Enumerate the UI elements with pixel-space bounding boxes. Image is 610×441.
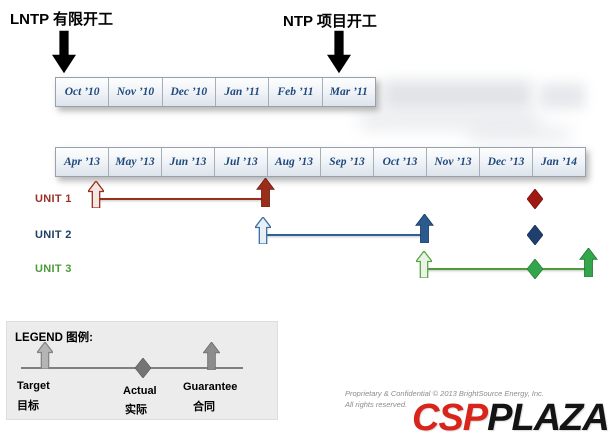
legend-target-label-cn: 目标 [17,400,39,412]
month-cell: Feb ’11 [268,78,322,106]
unit2-guarantee-arrow-icon [415,213,434,244]
unit2-actual-diamond-icon [526,224,544,246]
unit3-timeline-bar [424,268,588,270]
month-cell: Oct ’13 [373,148,426,176]
logo-csp-text: CSP [412,397,488,439]
ntp-down-arrow-icon [327,30,351,79]
unit2-target-arrow-icon [253,215,273,245]
month-cell: Jun ’13 [161,148,214,176]
legend-actual-label-cn: 实际 [125,404,147,416]
month-cell: Dec ’13 [479,148,532,176]
unit1-timeline-bar [96,198,266,200]
ghost-blur [470,126,570,142]
month-cell: Sep ’13 [320,148,373,176]
month-row-2013: Apr ’13 May ’13 Jun ’13 Jul ’13 Aug ’13 … [55,147,586,177]
unit3-actual-diamond-icon [526,258,544,280]
month-cell: Nov ’13 [426,148,479,176]
unit1-label: UNIT 1 [35,193,72,205]
month-cell: Jul ’13 [214,148,267,176]
legend-guarantee-label-cn: 合同 [193,401,215,413]
legend-line [21,367,243,369]
unit1-actual-diamond-icon [526,188,544,210]
lntp-down-arrow-icon [52,30,76,79]
month-cell: Dec ’10 [161,78,215,106]
unit3-label: UNIT 3 [35,263,72,275]
cspplaza-logo: CSPPLAZA [412,397,610,440]
legend-actual-diamond-icon [134,357,152,379]
month-cell: Oct ’10 [56,78,109,106]
logo-plaza-text: PLAZA [487,397,610,439]
lntp-annotation: LNTP 有限开工 [10,11,114,28]
unit3-guarantee-arrow-icon [579,247,598,278]
copyright-line1: Proprietary & Confidential © 2013 Bright… [345,389,544,398]
legend-guarantee-arrow-icon [202,341,221,371]
month-cell: Jan ’11 [214,78,269,106]
ntp-annotation: NTP 项目开工 [283,13,377,30]
month-cell: Mar ’11 [321,78,375,106]
legend-title: LEGEND 图例: [15,332,93,344]
ghost-blur [540,83,585,109]
unit2-label: UNIT 2 [35,229,72,241]
unit1-guarantee-arrow-icon [256,177,275,208]
ghost-blur [382,80,532,110]
ghost-blur [360,112,540,130]
month-cell: Jan ’14 [532,148,585,176]
month-row-2010: Oct ’10 Nov ’10 Dec ’10 Jan ’11 Feb ’11 … [55,77,376,107]
legend-actual-label: Actual [123,385,157,397]
copyright-notice: Proprietary & Confidential © 2013 Bright… [345,388,605,410]
legend-guarantee-label: Guarantee [183,381,238,393]
unit3-target-arrow-icon [414,249,434,279]
legend-target-label: Target [17,380,50,392]
unit2-timeline-bar [263,234,425,236]
copyright-line2: All rights reserved. [345,400,408,409]
unit1-target-arrow-icon [86,179,106,209]
month-cell: Aug ’13 [267,148,320,176]
legend-box: LEGEND 图例: Target 目标 Actual 实际 Guarantee… [6,321,278,420]
legend-target-arrow-icon [35,341,55,370]
month-cell: Apr ’13 [56,148,108,176]
month-cell: May ’13 [108,148,161,176]
month-cell: Nov ’10 [108,78,162,106]
